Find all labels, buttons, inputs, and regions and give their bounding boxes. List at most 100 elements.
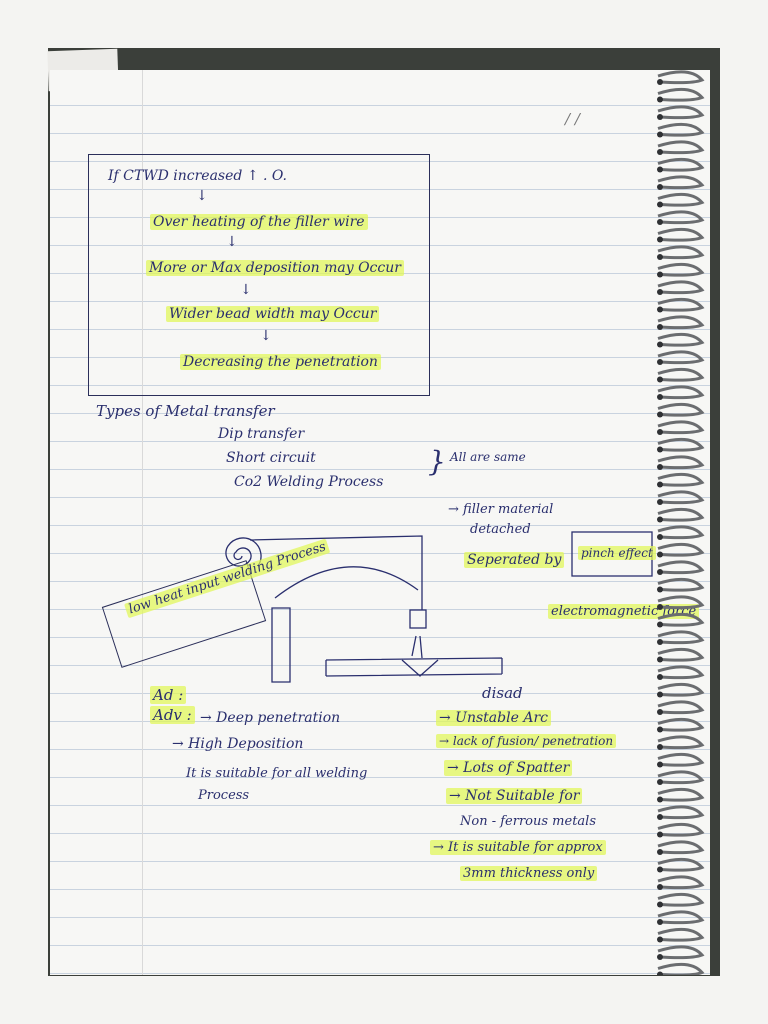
disad-item-2: → lack of fusion/ penetration	[436, 734, 617, 748]
spiral-ring	[657, 840, 705, 855]
spiral-ring	[657, 105, 705, 120]
spiral-hole	[657, 481, 663, 488]
types-item-3: Co2 Welding Process	[234, 474, 384, 490]
spiral-ring	[657, 175, 705, 190]
spiral-hole	[657, 551, 663, 558]
spiral-hole	[657, 744, 663, 750]
spiral-ring	[657, 875, 705, 890]
spiral-ring	[657, 315, 705, 330]
spiral-ring	[657, 717, 705, 732]
spiral-ring	[657, 402, 705, 417]
spiral-hole	[657, 499, 663, 505]
spiral-hole	[657, 796, 663, 803]
spiral-hole	[657, 79, 663, 85]
spiral-ring	[657, 192, 705, 207]
spiral-hole	[657, 971, 663, 975]
spiral-hole	[657, 954, 663, 960]
arc-drops	[411, 635, 423, 659]
spiral-hole	[657, 674, 663, 680]
spiral-ring	[657, 630, 705, 645]
spiral-ring	[657, 280, 705, 295]
disad-item-4: → Not Suitable for	[446, 788, 583, 804]
spiral-ring	[657, 682, 705, 697]
spiral-hole	[657, 429, 663, 435]
spiral-ring	[657, 367, 705, 382]
spiral-hole	[657, 411, 663, 418]
spiral-ring	[657, 490, 705, 505]
spiral-hole	[657, 884, 663, 890]
types-item-1: Dip transfer	[218, 426, 305, 442]
spiral-ring	[657, 332, 705, 347]
spiral-ring	[657, 612, 705, 627]
spiral-ring	[657, 752, 705, 767]
adv-item-3: It is suitable for all welding	[186, 766, 368, 781]
disad-item-6: → It is suitable for approx	[430, 840, 606, 855]
spiral-ring	[657, 595, 705, 610]
spiral-ring	[657, 560, 705, 575]
spiral-hole	[657, 464, 663, 470]
filler-note-2: detached	[470, 522, 531, 537]
spiral-ring	[657, 227, 705, 242]
disad-item-7: 3mm thickness only	[460, 866, 598, 881]
spiral-ring	[657, 805, 705, 820]
spiral-hole	[657, 271, 663, 278]
separated-label: Seperated by	[464, 552, 565, 568]
spiral-ring	[657, 297, 705, 312]
spiral-ring	[657, 507, 705, 522]
spiral-ring	[657, 647, 705, 662]
weld-groove	[401, 659, 439, 677]
spiral-ring	[657, 700, 705, 715]
spiral-hole	[657, 324, 663, 330]
adv-item-2: → High Deposition	[172, 736, 304, 752]
spiral-hole	[657, 289, 663, 295]
workpiece	[325, 657, 503, 677]
spiral-hole	[657, 254, 663, 260]
spiral-hole	[657, 831, 663, 838]
adv-item-1: → Deep penetration	[200, 710, 341, 726]
spiral-ring	[657, 665, 705, 680]
types-heading: Types of Metal transfer	[96, 402, 275, 420]
ad-label: Ad :	[150, 686, 187, 704]
spiral-hole	[657, 96, 663, 103]
disad-item-5: Non - ferrous metals	[460, 814, 596, 829]
spiral-hole	[657, 166, 663, 173]
arrow-down-2: ↓	[226, 234, 238, 250]
spiral-ring	[657, 385, 705, 400]
spiral-hole	[657, 814, 663, 820]
spiral-hole	[657, 184, 663, 190]
spiral-hole	[657, 761, 663, 768]
spiral-ring	[657, 437, 705, 452]
spiral-hole	[657, 901, 663, 908]
spiral-hole	[657, 709, 663, 715]
spiral-hole	[657, 936, 663, 943]
adv-label: Adv :	[150, 706, 195, 724]
spiral-ring	[657, 735, 705, 750]
types-item-2: Short circuit	[226, 450, 316, 466]
margin-line	[142, 70, 143, 975]
spiral-ring	[657, 962, 705, 975]
spiral-hole	[657, 849, 663, 855]
spiral-ring	[657, 787, 705, 802]
pinch-label: pinch effect	[578, 546, 656, 560]
spiral-hole	[657, 149, 663, 155]
spiral-hole	[657, 394, 663, 400]
frame	[271, 607, 291, 683]
ctwd-line-2: Over heating of the filler wire	[150, 214, 368, 230]
spiral-ring	[657, 945, 705, 960]
ctwd-line-1: If CTWD increased ↑ . O.	[108, 168, 288, 184]
spiral-ring	[657, 927, 705, 942]
spiral-hole	[657, 341, 663, 348]
spiral-ring	[657, 210, 705, 225]
ctwd-line-3: More or Max deposition may Occur	[146, 260, 404, 276]
spiral-hole	[657, 919, 663, 925]
spiral-ring	[657, 140, 705, 155]
spiral-hole	[657, 586, 663, 593]
spiral-ring	[657, 122, 705, 137]
spiral-hole	[657, 691, 663, 698]
spiral-binding	[657, 70, 705, 975]
ctwd-box	[88, 154, 430, 396]
arrow-down-3: ↓	[240, 282, 252, 298]
spiral-ring	[657, 70, 705, 85]
spiral-hole	[657, 779, 663, 785]
spiral-ring	[657, 350, 705, 365]
